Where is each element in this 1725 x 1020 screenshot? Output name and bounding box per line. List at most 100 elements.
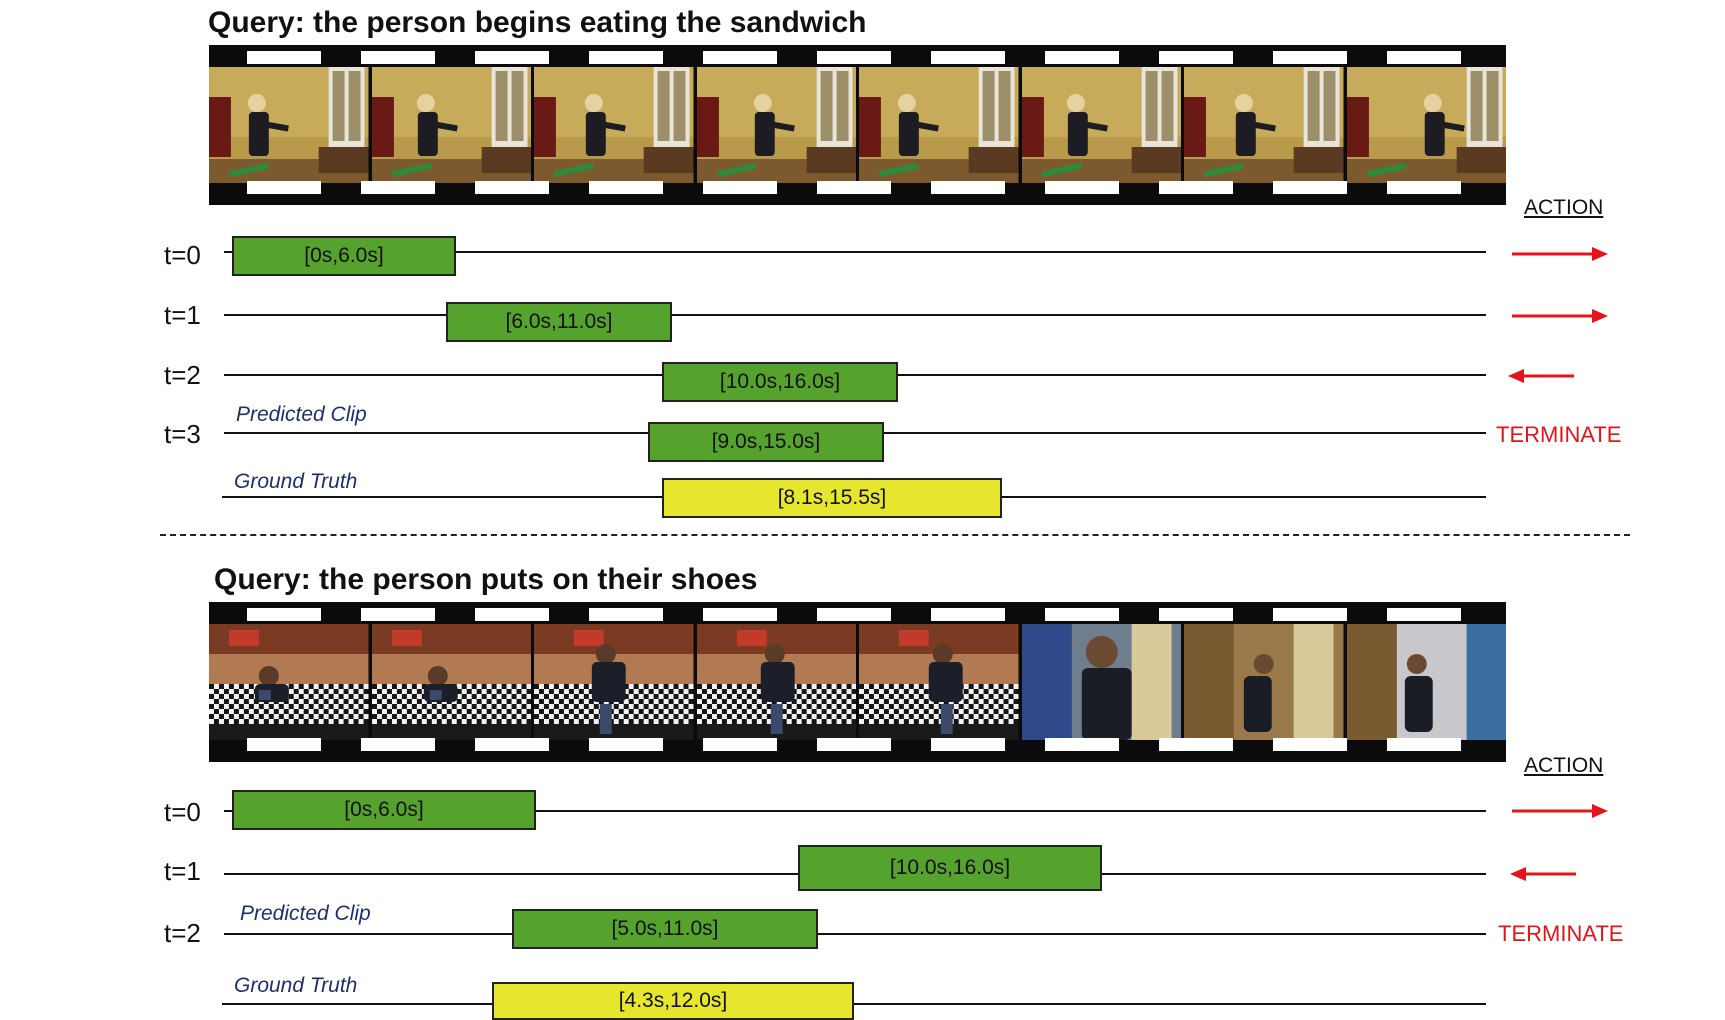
sprocket-hole bbox=[475, 51, 549, 64]
left-arrow-icon bbox=[1508, 369, 1574, 383]
sprocket-holes-bottom bbox=[209, 738, 1506, 756]
video-frame bbox=[371, 67, 531, 183]
sprocket-hole bbox=[247, 738, 321, 751]
filmstrip bbox=[209, 45, 1506, 205]
sprocket-hole bbox=[1387, 51, 1461, 64]
step-label: t=2 bbox=[164, 360, 201, 390]
timeline bbox=[224, 251, 1486, 253]
sprocket-hole bbox=[361, 608, 435, 621]
video-frame bbox=[859, 67, 1019, 183]
video-frame bbox=[696, 67, 856, 183]
sprocket-hole bbox=[1159, 608, 1233, 621]
ground-truth-interval: [8.1s,15.5s] bbox=[662, 478, 1002, 518]
sprocket-hole bbox=[1273, 181, 1347, 194]
video-frame bbox=[209, 624, 369, 740]
timeline bbox=[224, 933, 1486, 935]
sprocket-holes-bottom bbox=[209, 181, 1506, 199]
sprocket-hole bbox=[589, 608, 663, 621]
query-title: Query: the person puts on their shoes bbox=[214, 563, 758, 596]
video-frame bbox=[534, 624, 694, 740]
sprocket-hole bbox=[361, 51, 435, 64]
step-label: t=3 bbox=[164, 419, 201, 449]
timeline bbox=[222, 1003, 1486, 1005]
predicted-clip-caption: Predicted Clip bbox=[240, 902, 371, 925]
predicted-interval: [10.0s,16.0s] bbox=[662, 362, 898, 402]
ground-truth-interval: [4.3s,12.0s] bbox=[492, 982, 854, 1020]
video-frame bbox=[1346, 67, 1506, 183]
sprocket-hole bbox=[1159, 738, 1233, 751]
sprocket-hole bbox=[817, 608, 891, 621]
sprocket-hole bbox=[361, 738, 435, 751]
sprocket-hole bbox=[1387, 608, 1461, 621]
predicted-interval: [6.0s,11.0s] bbox=[446, 302, 672, 342]
video-frame bbox=[371, 624, 531, 740]
action-header: ACTION bbox=[1524, 196, 1604, 219]
video-frame bbox=[696, 624, 856, 740]
right-arrow-icon bbox=[1512, 247, 1608, 261]
sprocket-hole bbox=[703, 51, 777, 64]
terminate-action: TERMINATE bbox=[1498, 921, 1624, 946]
sprocket-hole bbox=[247, 608, 321, 621]
ground-truth-caption: Ground Truth bbox=[234, 470, 358, 493]
terminate-action: TERMINATE bbox=[1496, 422, 1622, 447]
right-arrow-icon bbox=[1512, 309, 1608, 323]
step-label: t=0 bbox=[164, 240, 201, 270]
sprocket-hole bbox=[703, 181, 777, 194]
filmstrip bbox=[209, 602, 1506, 762]
panel-sandwich: Query: the person begins eating the sand… bbox=[164, 6, 1622, 518]
right-arrow-icon bbox=[1512, 804, 1608, 818]
ground-truth-caption: Ground Truth bbox=[234, 974, 358, 997]
sprocket-hole bbox=[589, 51, 663, 64]
sprocket-hole bbox=[1273, 738, 1347, 751]
video-frames bbox=[209, 67, 1506, 183]
panel-divider bbox=[160, 534, 1630, 536]
video-frame bbox=[534, 67, 694, 183]
sprocket-hole bbox=[931, 181, 1005, 194]
sprocket-hole bbox=[1045, 51, 1119, 64]
sprocket-hole bbox=[475, 608, 549, 621]
action-header: ACTION bbox=[1524, 754, 1604, 777]
sprocket-hole bbox=[817, 738, 891, 751]
sprocket-hole bbox=[931, 51, 1005, 64]
predicted-interval: [0s,6.0s] bbox=[232, 236, 456, 276]
sprocket-hole bbox=[931, 608, 1005, 621]
sprocket-hole bbox=[703, 738, 777, 751]
sprocket-hole bbox=[817, 181, 891, 194]
predicted-clip-caption: Predicted Clip bbox=[236, 403, 367, 426]
sprocket-hole bbox=[1045, 608, 1119, 621]
sprocket-hole bbox=[1045, 738, 1119, 751]
sprocket-hole bbox=[931, 738, 1005, 751]
sprocket-hole bbox=[247, 181, 321, 194]
timeline bbox=[224, 314, 1486, 316]
sprocket-hole bbox=[1159, 51, 1233, 64]
video-frame bbox=[209, 67, 369, 183]
sprocket-holes-top bbox=[209, 51, 1506, 69]
sprocket-hole bbox=[1045, 181, 1119, 194]
video-frame bbox=[1346, 624, 1506, 740]
step-label: t=2 bbox=[164, 918, 201, 948]
sprocket-hole bbox=[1273, 608, 1347, 621]
predicted-interval: [9.0s,15.0s] bbox=[648, 422, 884, 462]
timeline bbox=[224, 810, 1486, 812]
video-frames bbox=[209, 624, 1506, 740]
sprocket-hole bbox=[1273, 51, 1347, 64]
video-frame bbox=[1021, 624, 1181, 740]
video-frame bbox=[1184, 67, 1344, 183]
step-label: t=1 bbox=[164, 300, 201, 330]
predicted-interval: [5.0s,11.0s] bbox=[512, 909, 818, 949]
query-title: Query: the person begins eating the sand… bbox=[208, 6, 867, 39]
sprocket-hole bbox=[247, 51, 321, 64]
sprocket-hole bbox=[703, 608, 777, 621]
left-arrow-icon bbox=[1510, 867, 1576, 881]
sprocket-hole bbox=[589, 181, 663, 194]
sprocket-hole bbox=[817, 51, 891, 64]
sprocket-hole bbox=[589, 738, 663, 751]
video-frame bbox=[859, 624, 1019, 740]
sprocket-hole bbox=[1387, 738, 1461, 751]
predicted-interval: [10.0s,16.0s] bbox=[798, 845, 1102, 891]
step-label: t=1 bbox=[164, 856, 201, 886]
sprocket-hole bbox=[361, 181, 435, 194]
video-frame bbox=[1021, 67, 1181, 183]
step-label: t=0 bbox=[164, 797, 201, 827]
